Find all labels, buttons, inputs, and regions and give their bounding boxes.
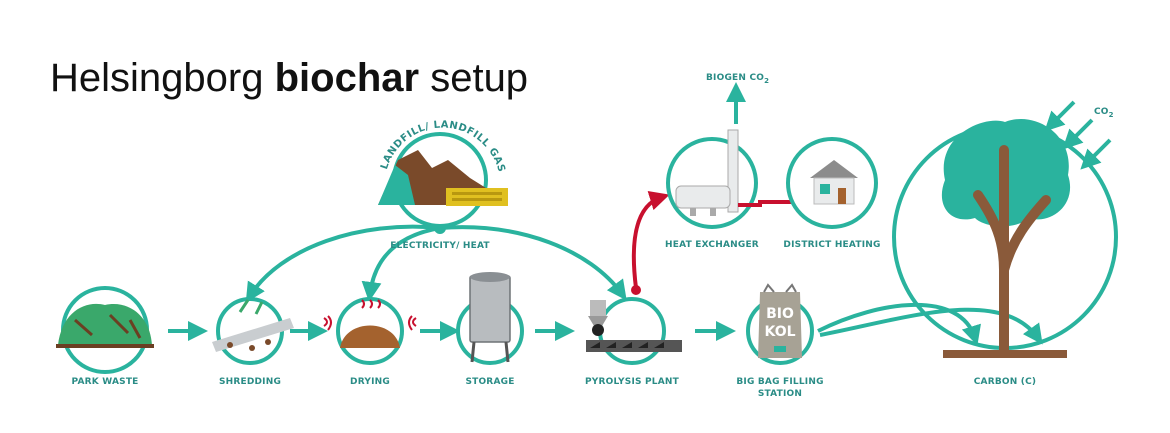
bag-text-bio: BIO [766, 306, 794, 322]
carbon-node [892, 118, 1118, 358]
title-part-2: biochar [274, 56, 420, 100]
shredding-node [212, 297, 294, 365]
electricity-arc-right [439, 225, 627, 301]
heat-output-node [631, 285, 641, 295]
pyrolysis-node [586, 297, 682, 365]
co2-label: CO2 [1094, 107, 1114, 119]
title-part-3: setup [430, 56, 529, 100]
co2-arrow-3 [1080, 138, 1112, 170]
bigbag-label-line1: BIG BAG FILLING [736, 377, 823, 387]
district-heating-node [786, 137, 878, 229]
co2-arrow-1 [1044, 100, 1076, 132]
park-waste-label: PARK WASTE [71, 377, 138, 387]
drying-label: DRYING [350, 377, 390, 387]
electricity-label: ELECTRICITY/ HEAT [390, 241, 490, 251]
district-heating-label: DISTRICT HEATING [783, 240, 880, 250]
carbon-flow-lower [819, 307, 1043, 345]
park-waste-node [56, 286, 154, 374]
heat-arrow-red [631, 190, 670, 289]
landfill-node [378, 132, 508, 228]
pyrolysis-label: PYROLYSIS PLANT [585, 377, 680, 387]
heat-exchanger-label: HEAT EXCHANGER [665, 240, 759, 250]
shredding-label: SHREDDING [219, 377, 281, 387]
page-title: Helsingborg biochar setup [50, 58, 528, 98]
heat-exchanger-node [666, 129, 758, 229]
bag-text-kol: KOL [764, 324, 795, 340]
electricity-arc-mid [361, 226, 441, 302]
co2-arrow-2 [1062, 118, 1094, 150]
title-part-1: Helsingborg [50, 56, 264, 100]
storage-node [456, 272, 524, 365]
bigbag-label-line2: STATION [758, 389, 802, 399]
carbon-flow-upper [817, 302, 981, 346]
biogen-co2-label: BIOGEN CO2 [706, 73, 769, 85]
drying-node [323, 297, 417, 365]
heat-link-red [738, 200, 796, 207]
storage-label: STORAGE [465, 377, 514, 387]
bigbag-node: BIO KOL [746, 283, 814, 365]
electricity-arc-left [245, 224, 441, 303]
carbon-label: CARBON (C) [974, 377, 1037, 387]
